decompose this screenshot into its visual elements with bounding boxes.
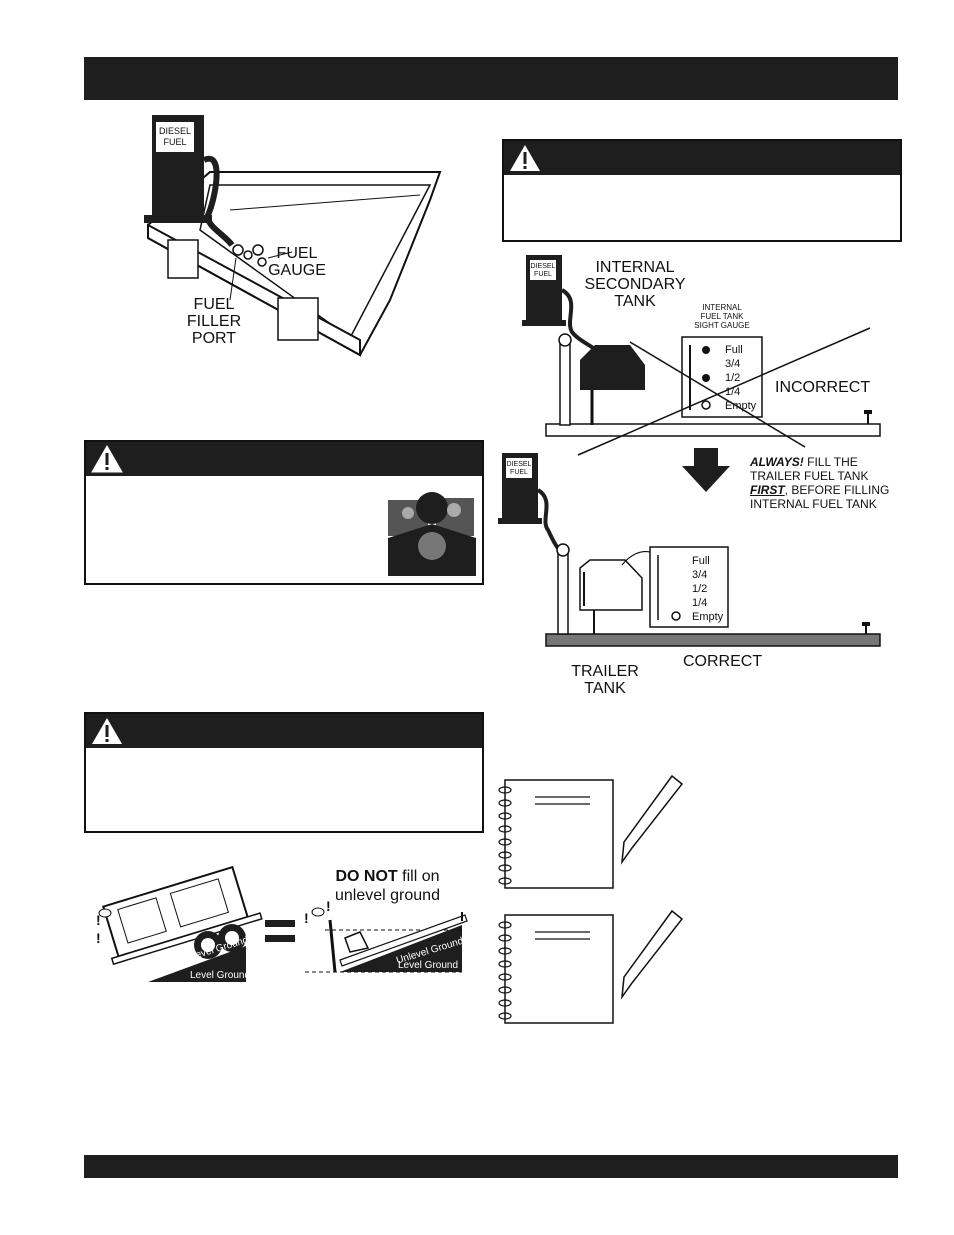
warning-triangle-icon <box>92 718 122 744</box>
correct-gauge-full: Full <box>692 555 710 567</box>
explosion-person-icon <box>388 492 476 576</box>
trailer-tank-label-line1: TRAILER <box>571 663 639 680</box>
fuel-gauge-label-line1: FUEL <box>276 245 318 262</box>
always-fill-note: ALWAYS! FILL THE TRAILER FUEL TANK FIRST… <box>750 455 889 511</box>
note-line3-rest: , BEFORE FILLING <box>784 483 890 497</box>
first-emphasis: FIRST <box>750 483 785 497</box>
exclaim-mark: ! <box>96 912 101 928</box>
fill-on-text: fill on <box>397 868 440 885</box>
secondary-tank-label-line2: SECONDARY <box>584 276 686 293</box>
note-line2: TRAILER FUEL TANK <box>750 469 869 483</box>
incorrect-label: INCORRECT <box>775 379 871 396</box>
footer-bar <box>84 1155 898 1178</box>
correct-gauge-3-4: 3/4 <box>692 569 708 581</box>
sight-gauge-title-line1: INTERNAL <box>702 303 742 312</box>
exclaim-mark: ! <box>304 910 309 926</box>
warning-header <box>504 141 900 175</box>
trailer-tank-label-line2: TANK <box>584 680 626 697</box>
pump2-label-line2: FUEL <box>534 271 552 278</box>
warning-box-explosion <box>84 440 484 585</box>
secondary-tank-label-line3: TANK <box>614 293 656 310</box>
pump3-label-line1: DIESEL <box>506 461 532 468</box>
correct-gauge-1-2: 1/2 <box>692 583 708 595</box>
gauge-level-3-4: 3/4 <box>725 358 741 370</box>
gauge-level-1-2: 1/2 <box>725 372 741 384</box>
pump-label-line2: FUEL <box>163 137 187 147</box>
pump-label-line1: DIESEL <box>158 126 191 136</box>
warning-header <box>86 714 482 748</box>
correct-gauge-1-4: 1/4 <box>692 597 708 609</box>
pump2-label-line1: DIESEL <box>530 263 556 270</box>
gauge-level-1-4: 1/4 <box>725 386 741 398</box>
warning-triangle-icon <box>91 444 123 473</box>
secondary-tank-label-line1: INTERNAL <box>595 259 675 276</box>
pump3-label-line2: FUEL <box>510 469 528 476</box>
always-emphasis: ALWAYS! <box>750 455 804 469</box>
exclaim-mark: ! <box>96 930 101 946</box>
sight-gauge-title-line3: SIGHT GAUGE <box>694 321 750 330</box>
fuel-gauge-label-line2: GAUGE <box>268 262 326 279</box>
correct-label: CORRECT <box>683 653 763 670</box>
level-ground-label-left: Level Ground <box>190 970 251 981</box>
gauge-level-full: Full <box>725 344 743 356</box>
gauge-level-empty: Empty <box>725 400 757 412</box>
sight-gauge-title-line2: FUEL TANK <box>700 312 744 321</box>
correct-gauge-empty: Empty <box>692 611 724 623</box>
header-bar <box>84 57 898 100</box>
always-rest: FILL THE <box>803 455 858 469</box>
exclaim-mark: ! <box>326 898 331 914</box>
filler-port-label-line1: FUEL <box>193 296 235 313</box>
filler-port-label-line2: FILLER <box>186 313 242 330</box>
filler-port-label-line3: PORT <box>191 330 237 347</box>
warning-header <box>86 442 482 476</box>
warning-box-fill-trailer <box>502 139 902 242</box>
unlevel-ground-text: unlevel ground <box>335 887 440 904</box>
warning-box-unlevel <box>84 712 484 833</box>
level-ground-label-right: Level Ground <box>398 960 459 971</box>
do-not-emphasis: DO NOT <box>335 868 398 885</box>
note-line4: INTERNAL FUEL TANK <box>750 497 877 511</box>
do-not-fill-note: DO NOT fill on unlevel ground <box>335 867 440 905</box>
warning-triangle-icon <box>510 145 540 171</box>
